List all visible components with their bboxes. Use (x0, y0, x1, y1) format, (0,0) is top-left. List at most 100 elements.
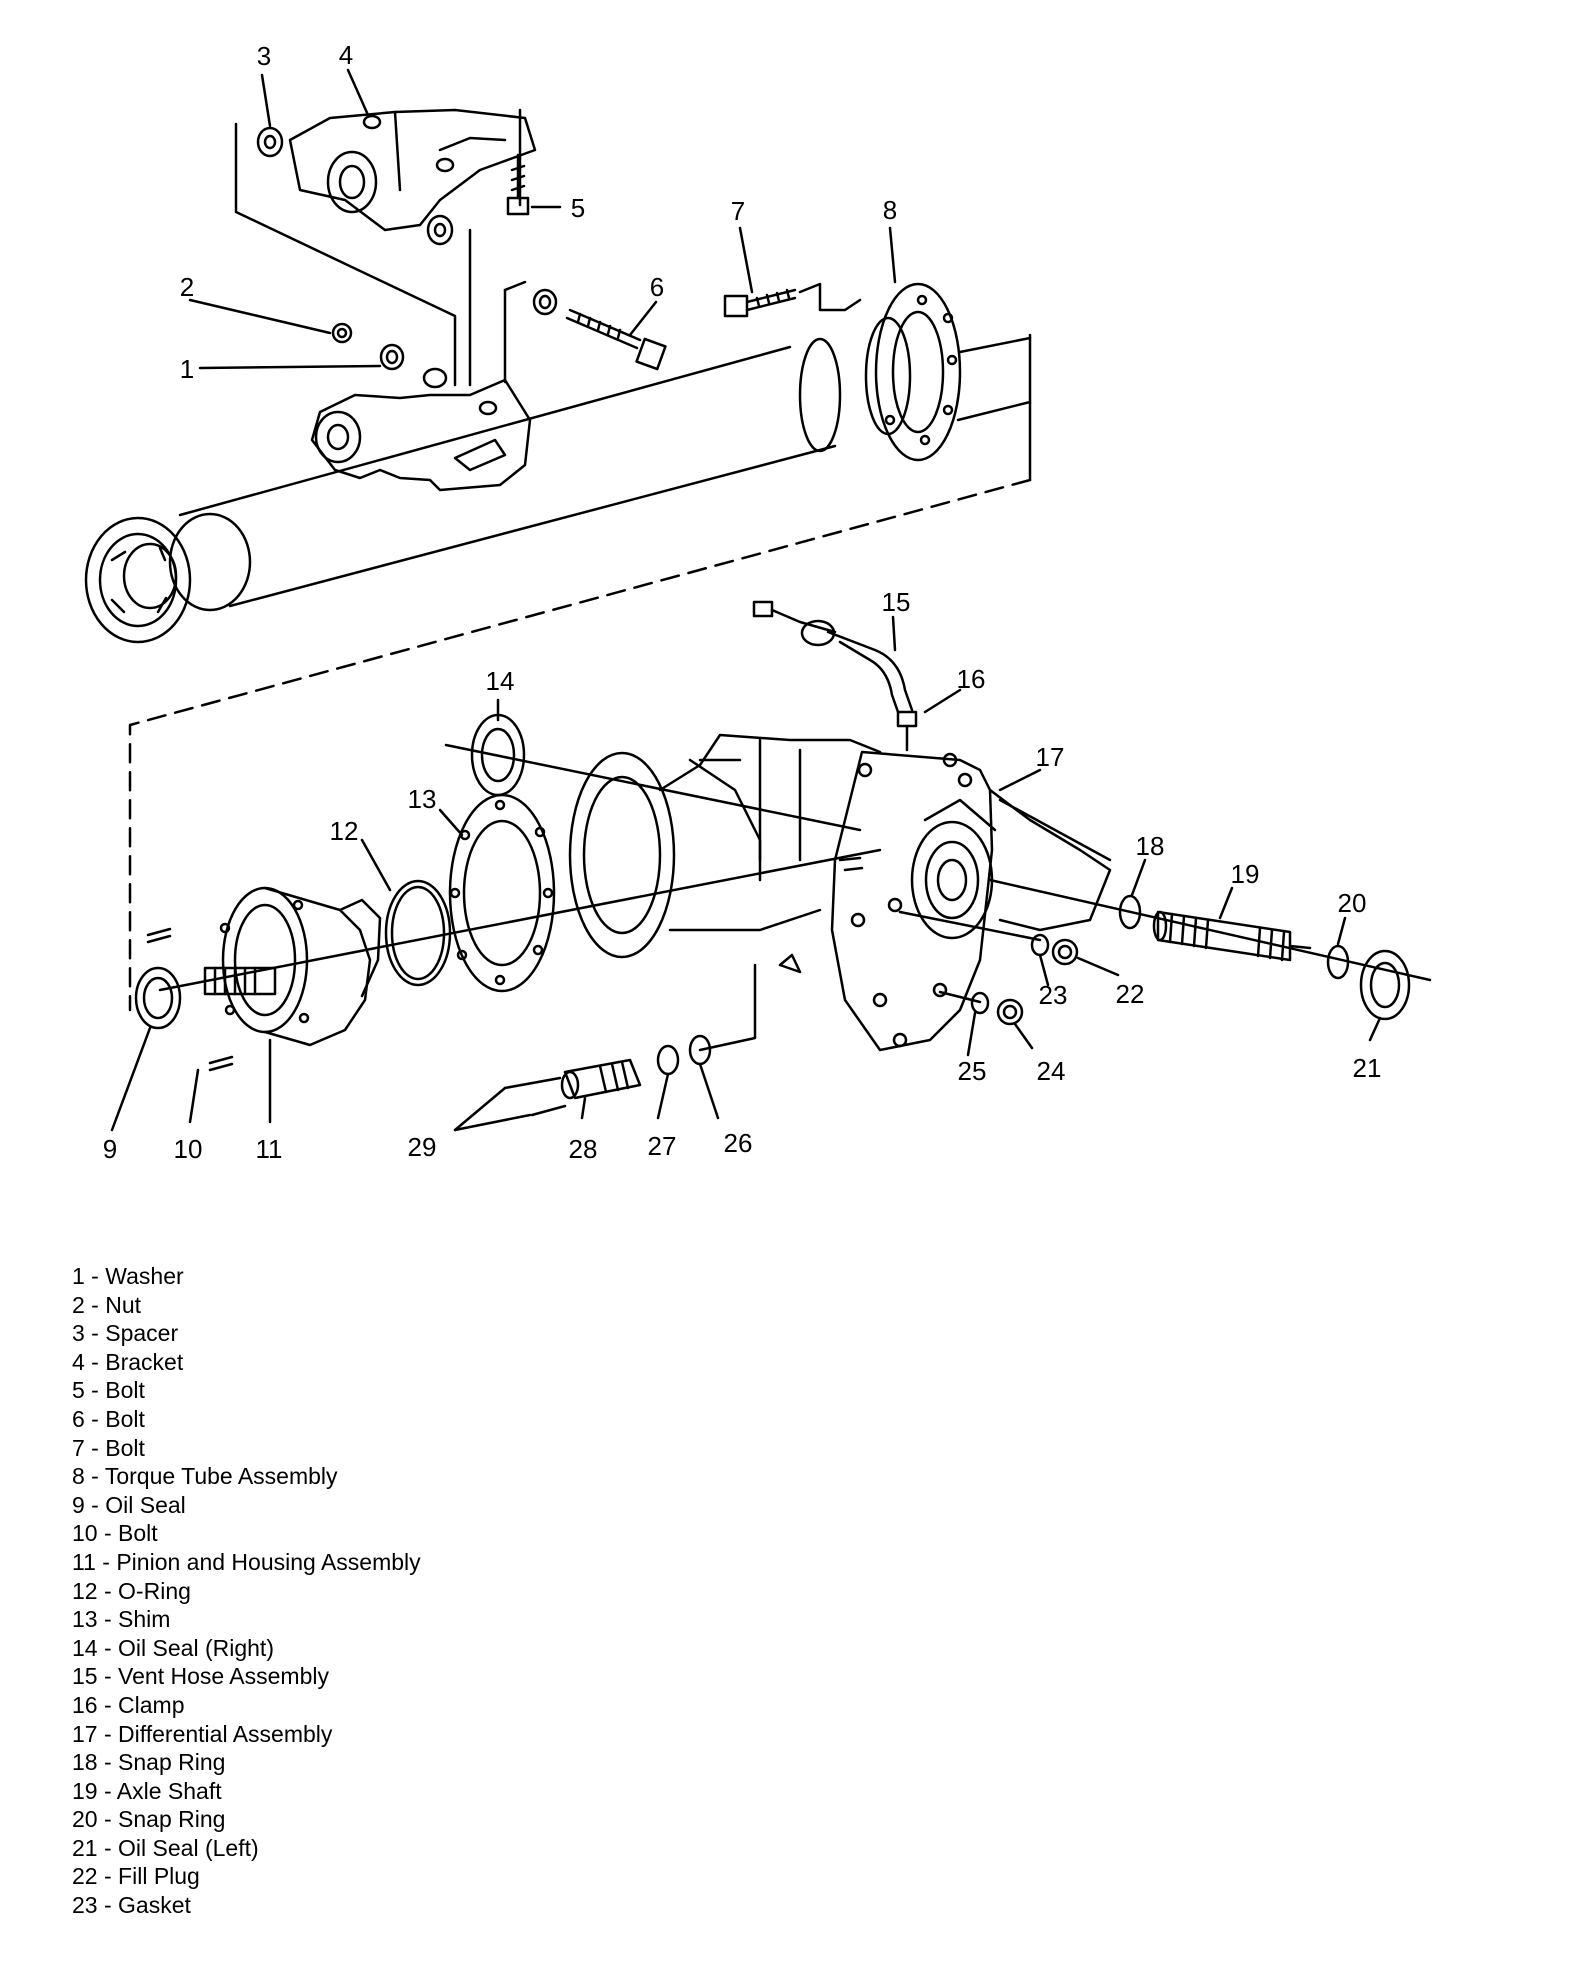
callout-26: 26 (724, 1128, 753, 1158)
oil-seal-9 (134, 966, 182, 1030)
callout-1: 1 (180, 354, 194, 384)
legend-item: 6 - Bolt (72, 1405, 145, 1432)
spacer-3 (256, 126, 454, 246)
legend-number: 11 (72, 1548, 96, 1575)
legend-number: 10 (72, 1520, 98, 1547)
callout-29: 29 (408, 1132, 437, 1162)
legend-item: 13 - Shim (72, 1606, 171, 1633)
legend-number: 5 (72, 1377, 85, 1404)
sensor-28 (560, 1058, 642, 1100)
legend-number: 4 (72, 1348, 85, 1375)
legend-number: 15 (72, 1663, 98, 1690)
callout-22: 22 (1116, 979, 1145, 1009)
legend-number: 18 (72, 1749, 98, 1776)
callout-10: 10 (174, 1134, 203, 1164)
legend-item: 16 - Clamp (72, 1691, 185, 1718)
snap-ring-18 (1118, 894, 1142, 930)
legend-item: 14 - Oil Seal (Right) (72, 1634, 274, 1661)
shim-13 (448, 793, 556, 993)
bracket-4 (288, 108, 537, 232)
callout-17: 17 (1036, 742, 1065, 772)
o-ring-12 (384, 879, 452, 987)
callout-19: 19 (1231, 859, 1260, 889)
callout-18: 18 (1136, 831, 1165, 861)
callout-8: 8 (883, 195, 897, 225)
legend-label: Axle Shaft (116, 1777, 222, 1804)
nut-2 (331, 322, 353, 344)
callout-7: 7 (731, 196, 745, 226)
vent-hose-15 (752, 600, 914, 714)
fill-plug-22 (1051, 938, 1079, 966)
legend-number: 1 (72, 1263, 85, 1289)
legend-label: Snap Ring (118, 1806, 226, 1833)
legend-number: 21 (72, 1834, 98, 1861)
callout-13: 13 (408, 784, 437, 814)
legend-label: Spacer (105, 1320, 179, 1347)
legend-number: 23 (72, 1892, 98, 1919)
callout-3: 3 (257, 41, 271, 71)
legend-item: 1 - Washer (72, 1263, 184, 1289)
legend-label: Differential Assembly (118, 1720, 333, 1747)
drain-plug-24 (996, 998, 1024, 1026)
callout-12: 12 (330, 816, 359, 846)
legend-label: Gasket (118, 1892, 191, 1919)
legend-item: 23 - Gasket (72, 1892, 191, 1919)
legend-number: 22 (72, 1863, 98, 1890)
legend-label: Oil Seal (Left) (118, 1834, 259, 1861)
legend-label: Oil Seal (Right) (118, 1634, 274, 1661)
legend-number: 12 (72, 1577, 98, 1604)
callout-4: 4 (339, 40, 353, 70)
legend-item: 20 - Snap Ring (72, 1806, 226, 1833)
legend-item: 12 - O-Ring (72, 1577, 191, 1604)
callout-25: 25 (958, 1056, 987, 1086)
legend-number: 7 (72, 1434, 85, 1461)
legend-item: 9 - Oil Seal (72, 1491, 186, 1518)
legend-label: Bolt (118, 1520, 158, 1547)
legend-item: 21 - Oil Seal (Left) (72, 1834, 259, 1861)
legend-label: Torque Tube Assembly (104, 1463, 338, 1490)
callout-28: 28 (569, 1134, 598, 1164)
legend-label: Bolt (105, 1405, 145, 1432)
legend-number: 19 (72, 1777, 98, 1804)
gasket-25 (970, 991, 990, 1015)
legend-label: Clamp (118, 1691, 185, 1718)
legend-number: 17 (72, 1720, 98, 1747)
callout-6: 6 (650, 272, 664, 302)
parts-legend: 1 - Washer 2 - Nut 3 - Spacer 4 - Bracke… (72, 1262, 421, 1920)
legend-item: 22 - Fill Plug (72, 1863, 200, 1890)
legend-item: 3 - Spacer (72, 1320, 179, 1347)
bolt-7 (723, 282, 862, 318)
legend-number: 2 (72, 1291, 85, 1318)
callout-5: 5 (571, 193, 585, 223)
legend-item: 18 - Snap Ring (72, 1749, 226, 1776)
legend-item: 5 - Bolt (72, 1377, 145, 1404)
legend-item: 15 - Vent Hose Assembly (72, 1663, 329, 1690)
legend-label: Oil Seal (105, 1491, 186, 1518)
fasteners-29 (503, 1076, 567, 1117)
callout-9: 9 (103, 1134, 117, 1164)
legend-label: Bolt (105, 1377, 145, 1404)
legend-item: 7 - Bolt (72, 1434, 145, 1461)
callout-20: 20 (1338, 888, 1367, 918)
legend-number: 8 (72, 1463, 85, 1490)
bolt-5 (506, 153, 530, 216)
bolt-10 (146, 927, 234, 1072)
legend-number: 14 (72, 1634, 98, 1661)
legend-label: Washer (105, 1263, 184, 1289)
callout-21: 21 (1353, 1053, 1382, 1083)
legend-item: 2 - Nut (72, 1291, 142, 1318)
legend-number: 6 (72, 1405, 85, 1432)
legend-number: 13 (72, 1606, 98, 1633)
washer-1 (379, 343, 405, 371)
clamp-16 (896, 710, 918, 752)
legend-label: Snap Ring (118, 1749, 226, 1776)
ring-27 (656, 1044, 680, 1076)
legend-label: Shim (118, 1606, 171, 1633)
differential-assembly-17 (568, 733, 1112, 1052)
legend-number: 20 (72, 1806, 98, 1833)
legend-item: 4 - Bracket (72, 1348, 184, 1375)
legend-label: Pinion and Housing Assembly (116, 1548, 421, 1575)
pinion-housing-11 (203, 886, 382, 1047)
callout-24: 24 (1037, 1056, 1066, 1086)
legend-label: Nut (105, 1291, 142, 1318)
